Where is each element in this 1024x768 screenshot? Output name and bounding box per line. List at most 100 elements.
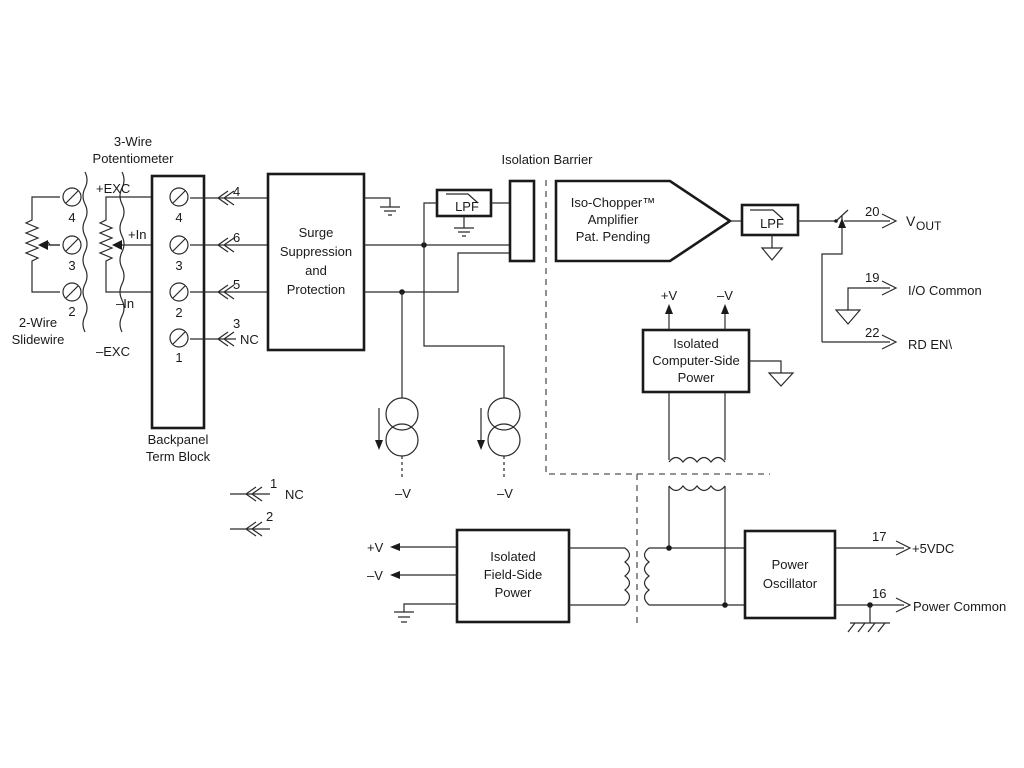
svg-text:Computer-Side: Computer-Side bbox=[652, 353, 739, 368]
svg-text:1: 1 bbox=[270, 476, 277, 491]
svg-text:Field-Side: Field-Side bbox=[484, 567, 543, 582]
ground-symbol-field-side bbox=[394, 603, 457, 623]
ground-symbol-lpf-output bbox=[760, 235, 784, 261]
term-block-screw-4: 4 bbox=[169, 187, 189, 225]
three-wire-potentiometer-label: 3-Wire Potentiometer bbox=[93, 134, 175, 166]
svg-text:Term Block: Term Block bbox=[146, 449, 211, 464]
current-source-left: –V bbox=[375, 292, 419, 501]
svg-text:Suppression: Suppression bbox=[280, 244, 352, 259]
svg-text:16: 16 bbox=[872, 586, 886, 601]
isolation-chopper-box bbox=[508, 179, 536, 263]
term-block-screw-2: 2 bbox=[169, 282, 189, 320]
svg-text:1: 1 bbox=[175, 350, 182, 365]
plus-exc-label: +EXC bbox=[96, 181, 130, 196]
svg-text:Power Common: Power Common bbox=[913, 599, 1006, 614]
svg-text:3: 3 bbox=[175, 258, 182, 273]
surge-suppression-label: Surge Suppression and Protection bbox=[280, 225, 352, 297]
term-block-screw-1: 1 bbox=[169, 328, 189, 365]
isolation-barrier-line bbox=[545, 180, 770, 628]
lpf-output-curve-icon bbox=[750, 209, 784, 220]
isolated-field-side-power-label: Isolated Field-Side Power bbox=[484, 549, 543, 600]
backpanel-term-block-label: Backpanel Term Block bbox=[146, 432, 211, 464]
connector-wire-5: 5 bbox=[190, 277, 268, 300]
svg-text:NC: NC bbox=[285, 487, 304, 502]
plus-in-label: +In bbox=[128, 227, 146, 242]
isolation-barrier-label: Isolation Barrier bbox=[501, 152, 593, 167]
svg-text:+5VDC: +5VDC bbox=[912, 541, 954, 556]
svg-text:2-Wire: 2-Wire bbox=[19, 315, 57, 330]
svg-text:RD EN\: RD EN\ bbox=[908, 337, 952, 352]
svg-text:5: 5 bbox=[233, 277, 240, 292]
svg-text:Slidewire: Slidewire bbox=[12, 332, 65, 347]
svg-text:4: 4 bbox=[68, 210, 75, 225]
computer-side-supply-arrows: +V –V bbox=[661, 288, 733, 330]
iso-chopper-amplifier-label: Iso-Chopper™ Amplifier Pat. Pending bbox=[571, 195, 656, 244]
power-oscillator-block bbox=[743, 529, 837, 620]
pot-terminal-3: 3 bbox=[62, 235, 82, 273]
lpf-input-curve-icon bbox=[446, 193, 479, 204]
iso-chopper-amplifier bbox=[554, 179, 733, 263]
connector-wire-1-nc: 1 NC bbox=[230, 476, 304, 502]
svg-text:NC: NC bbox=[240, 332, 259, 347]
junction-dot bbox=[722, 602, 728, 608]
svg-text:2: 2 bbox=[68, 304, 75, 319]
junction-dot bbox=[666, 545, 672, 551]
ground-symbol-lpf bbox=[454, 216, 474, 237]
svg-text:Power: Power bbox=[772, 557, 810, 572]
io-common-terminal: 19 I/O Common bbox=[834, 270, 982, 325]
svg-text:–V: –V bbox=[497, 486, 513, 501]
lpf-input-wiring bbox=[423, 202, 510, 245]
svg-text:OUT: OUT bbox=[916, 219, 942, 233]
svg-text:17: 17 bbox=[872, 529, 886, 544]
svg-text:Protection: Protection bbox=[287, 282, 346, 297]
svg-text:–V: –V bbox=[717, 288, 733, 303]
vout-terminal: 20 V OUT bbox=[865, 204, 942, 233]
ground-symbol-computer-side bbox=[749, 360, 795, 387]
minus-exc-label: –EXC bbox=[96, 344, 130, 359]
connector-wire-3-nc: 3 NC bbox=[190, 316, 259, 347]
svg-text:3-Wire: 3-Wire bbox=[114, 134, 152, 149]
power-oscillator-label: Power Oscillator bbox=[763, 557, 818, 591]
svg-text:4: 4 bbox=[233, 184, 240, 199]
isolated-computer-side-power-label: Isolated Computer-Side Power bbox=[652, 336, 739, 385]
svg-text:22: 22 bbox=[865, 325, 879, 340]
two-wire-slidewire-label: 2-Wire Slidewire bbox=[12, 315, 65, 347]
connector-wire-4: 4 bbox=[190, 184, 268, 206]
connector-wire-6: 6 bbox=[190, 230, 268, 253]
svg-text:Power: Power bbox=[495, 585, 533, 600]
connector-wire-2: 2 bbox=[230, 509, 273, 537]
svg-text:Oscillator: Oscillator bbox=[763, 576, 818, 591]
svg-text:6: 6 bbox=[233, 230, 240, 245]
current-source-right: –V bbox=[423, 245, 521, 501]
svg-text:3: 3 bbox=[233, 316, 240, 331]
svg-text:V: V bbox=[906, 213, 916, 229]
svg-text:2: 2 bbox=[266, 509, 273, 524]
plus-5vdc-terminal: 17 +5VDC bbox=[835, 529, 954, 556]
svg-text:Power: Power bbox=[678, 370, 716, 385]
power-common-terminal: 16 Power Common bbox=[835, 586, 1006, 614]
rd-en-terminal: 22 RD EN\ bbox=[822, 325, 952, 352]
lpf-output-label: LPF bbox=[760, 216, 784, 231]
transformer-computer-side bbox=[668, 392, 726, 605]
backpanel-term-block bbox=[150, 174, 206, 430]
wavy-divider-right bbox=[119, 171, 125, 333]
slidewire-resistor bbox=[24, 196, 60, 293]
svg-text:Pat. Pending: Pat. Pending bbox=[576, 229, 650, 244]
isolated-computer-side-power-block bbox=[641, 328, 751, 394]
pot-terminal-2: 2 bbox=[62, 282, 82, 319]
surge-suppression-block bbox=[266, 172, 366, 352]
svg-text:3: 3 bbox=[68, 258, 75, 273]
svg-text:Iso-Chopper™: Iso-Chopper™ bbox=[571, 195, 656, 210]
svg-text:19: 19 bbox=[865, 270, 879, 285]
chassis-ground-symbol bbox=[847, 605, 890, 633]
svg-text:20: 20 bbox=[865, 204, 879, 219]
svg-text:Surge: Surge bbox=[299, 225, 334, 240]
svg-text:Isolated: Isolated bbox=[490, 549, 536, 564]
svg-text:Backpanel: Backpanel bbox=[148, 432, 209, 447]
svg-text:+V: +V bbox=[367, 540, 384, 555]
transformer-field-side bbox=[569, 547, 745, 606]
lpf-input-label: LPF bbox=[455, 199, 479, 214]
svg-text:2: 2 bbox=[175, 305, 182, 320]
output-switch bbox=[798, 209, 890, 342]
